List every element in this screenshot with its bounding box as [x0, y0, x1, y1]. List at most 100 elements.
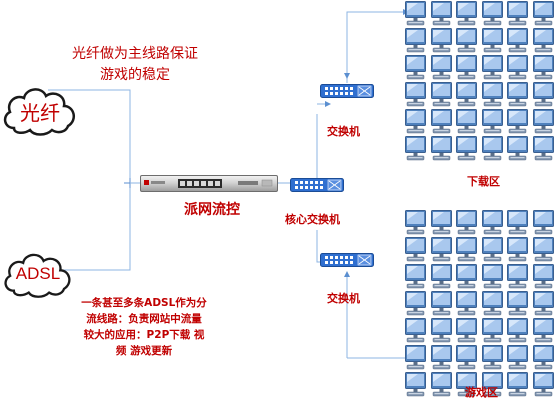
- computer-icon: [507, 82, 528, 108]
- computer-icon: [405, 210, 426, 236]
- adsl-note-line-1: 一条甚至多条ADSL作为分: [81, 297, 207, 309]
- adsl-note-line-4: 频 游戏更新: [115, 345, 173, 357]
- computer-icon: [532, 109, 554, 135]
- computer-icon: [456, 55, 477, 81]
- computer-icon: [507, 210, 528, 236]
- computer-icon: [430, 237, 452, 263]
- computer-icon: [481, 136, 503, 162]
- computer-icon: [507, 237, 528, 263]
- computer-icon: [507, 291, 528, 317]
- appliance-icon: [140, 175, 278, 192]
- flow-control-device: [140, 175, 278, 192]
- computer-icon: [456, 291, 477, 317]
- computer-icon: [430, 28, 452, 54]
- computer-icon: [532, 55, 554, 81]
- computer-icon: [456, 237, 477, 263]
- computer-icon: [507, 109, 528, 135]
- computer-icon: [481, 82, 503, 108]
- computer-icon: [507, 264, 528, 290]
- computer-icon: [507, 28, 528, 54]
- bottom-switch-icon: [320, 253, 374, 267]
- adsl-cloud: ADSL: [0, 248, 76, 300]
- top-download-link: [346, 9, 409, 83]
- computer-icon: [481, 372, 503, 398]
- computer-icon: [456, 210, 477, 236]
- fiber-cloud-icon: [3, 88, 76, 136]
- download-area-pcs: [405, 1, 554, 162]
- computer-icon: [481, 55, 503, 81]
- computer-icon: [481, 1, 503, 27]
- bottom-switch-label: 交换机: [327, 292, 360, 305]
- computer-icon: [456, 372, 477, 398]
- computer-icon: [481, 318, 503, 344]
- computer-icon: [430, 55, 452, 81]
- computer-icon: [430, 210, 452, 236]
- computer-icon: [456, 345, 477, 371]
- computer-icon: [532, 1, 554, 27]
- computer-icon: [405, 136, 426, 162]
- fiber-note-line-1: 光纤做为主线路保证: [72, 46, 198, 62]
- adsl-cloud-icon: [4, 253, 71, 298]
- computer-icon: [532, 264, 554, 290]
- top-switch-label: 交换机: [327, 125, 360, 138]
- computer-icon: [430, 345, 452, 371]
- computer-icon: [430, 291, 452, 317]
- game-area-pcs: [405, 210, 554, 398]
- device-label: 派网流控: [184, 202, 240, 218]
- computer-icon: [532, 82, 554, 108]
- computer-icon: [507, 55, 528, 81]
- computer-icon: [456, 264, 477, 290]
- computer-icon: [532, 318, 554, 344]
- computer-icon: [405, 372, 426, 398]
- computer-icon: [405, 237, 426, 263]
- download-area-label: 下载区: [467, 175, 500, 188]
- computer-icon: [456, 1, 477, 27]
- computer-icon: [456, 28, 477, 54]
- bottom-switch: [320, 252, 374, 267]
- computer-icon: [430, 318, 452, 344]
- computer-icon: [507, 136, 528, 162]
- computer-icon: [456, 82, 477, 108]
- computer-icon: [405, 82, 426, 108]
- computer-icon: [532, 372, 554, 398]
- computer-icon: [405, 28, 426, 54]
- computer-icon: [507, 1, 528, 27]
- computer-icon: [481, 210, 503, 236]
- adsl-link: [58, 183, 131, 271]
- top-switch: [320, 83, 374, 98]
- computer-icon: [507, 372, 528, 398]
- game-area-label: 游戏区: [465, 386, 498, 399]
- computer-icon: [481, 345, 503, 371]
- fiber-note: 光纤做为主线路保证 游戏的稳定: [60, 44, 210, 86]
- computer-icon: [532, 28, 554, 54]
- computer-icon: [481, 264, 503, 290]
- adsl-note-line-3: 较大的应用：P2P下载 视: [83, 329, 205, 341]
- computer-icon: [532, 345, 554, 371]
- core-switch-icon: [290, 178, 344, 192]
- fiber-note-line-2: 游戏的稳定: [100, 67, 170, 83]
- computer-icon: [481, 237, 503, 263]
- core-switch-label: 核心交换机: [285, 213, 340, 226]
- computer-icon: [532, 136, 554, 162]
- computer-icon: [532, 291, 554, 317]
- adsl-cloud-label: ADSL: [15, 264, 61, 283]
- core-switch: [290, 177, 344, 192]
- adsl-note: 一条甚至多条ADSL作为分 流线路：负责网站中流量 较大的应用：P2P下载 视 …: [70, 295, 218, 359]
- computer-icon: [456, 136, 477, 162]
- computer-icon: [430, 82, 452, 108]
- core-top-link: [316, 104, 330, 178]
- computer-icon: [456, 318, 477, 344]
- computer-icon: [430, 264, 452, 290]
- computer-icon: [405, 109, 426, 135]
- computer-icon: [481, 109, 503, 135]
- computer-icon: [481, 28, 503, 54]
- computer-icon: [430, 372, 452, 398]
- computer-icon: [507, 318, 528, 344]
- computer-icon: [405, 55, 426, 81]
- computer-icon: [532, 237, 554, 263]
- adsl-note-line-2: 流线路：负责网站中流量: [86, 313, 202, 325]
- computer-icon: [481, 291, 503, 317]
- computer-icon: [405, 345, 426, 371]
